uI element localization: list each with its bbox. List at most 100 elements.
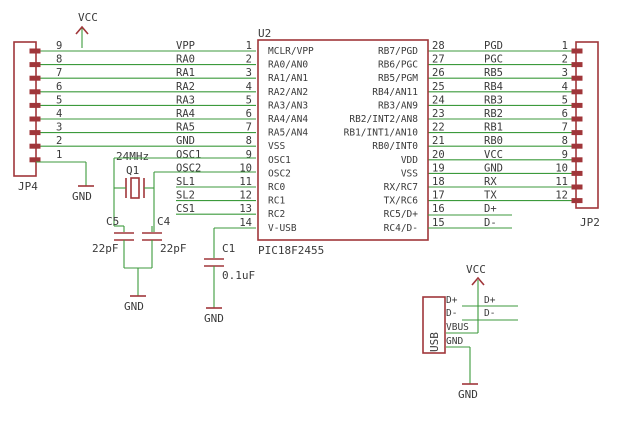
net-label: VPP (176, 40, 195, 52)
jp2-pin (571, 62, 583, 68)
gnd-label-c1: GND (204, 312, 224, 325)
gnd-label-jp4: GND (72, 190, 92, 203)
u2-pin-number: 17 (432, 190, 445, 202)
vcc-arrow-icon (75, 25, 89, 35)
jp2-pin (571, 184, 583, 190)
jp2-pin (571, 48, 583, 54)
jp2-pin (571, 102, 583, 108)
usb-body (422, 296, 446, 354)
jp2-pin-number: 6 (562, 108, 568, 120)
net-label: RA3 (176, 94, 195, 106)
u2-pin-name: RB3/AN9 (378, 100, 418, 111)
gnd-symbol-jp4: GND (36, 161, 94, 203)
gnd-symbol-usb: GND (458, 383, 478, 401)
jp4-body (13, 41, 37, 177)
u2-pin-name: RB4/AN11 (372, 87, 418, 98)
u2-pin-number: 21 (432, 135, 445, 147)
u2-pin-number: 6 (246, 108, 252, 120)
c4-ref-label: C4 (157, 215, 171, 228)
net-label: RB4 (484, 81, 503, 93)
jp4-pin-number: 1 (56, 149, 62, 161)
capacitor-c5[interactable]: C5 22pF (92, 215, 134, 255)
net-label: RA2 (176, 81, 195, 93)
u2-pin-name: RB7/PGD (378, 46, 418, 57)
jp4-ref-label: JP4 (18, 180, 38, 193)
net-label: RB0 (484, 135, 503, 147)
u2-pin-name: OSC2 (268, 168, 291, 179)
capacitor-c4[interactable]: C4 22pF (142, 215, 187, 255)
jp2-pin-number: 11 (555, 176, 568, 188)
jp4-pin-number: 8 (56, 54, 62, 66)
net-label: PGD (484, 40, 503, 52)
jp2-pin (571, 116, 583, 122)
u2-pin-number: 12 (239, 190, 252, 202)
u2-pin-number: 8 (246, 135, 252, 147)
jp2-pin-number: 4 (562, 81, 568, 93)
jp4-pin (29, 62, 41, 68)
net-label: GND (176, 135, 195, 147)
u2-pin-name: RB5/PGM (378, 73, 418, 84)
crystal-q1[interactable]: 24MHz Q1 (114, 150, 154, 199)
usb-connector[interactable]: USB D+ D- VBUS GND D+ D- (422, 280, 518, 384)
net-label: OSC2 (176, 162, 201, 174)
u2-pin-name: RA2/AN2 (268, 87, 308, 98)
jp2-pin-number: 10 (555, 162, 568, 174)
net-label: OSC1 (176, 149, 201, 161)
net-label: SL2 (176, 190, 195, 202)
u2-pin-number: 24 (432, 94, 445, 106)
jp2-pin-number: 5 (562, 94, 568, 106)
u2-pin-name: RC2 (268, 209, 285, 220)
net-label: TX (484, 190, 497, 202)
u2-pin-number: 1 (246, 40, 252, 52)
usb-ref-label: USB (428, 332, 441, 352)
u2-pin-name: RB1/INT1/AN10 (344, 128, 419, 139)
vcc-label-left: VCC (78, 11, 98, 24)
c4-value-label: 22pF (160, 242, 187, 255)
u2-pin-name: RB2/INT2/AN8 (349, 114, 418, 125)
u2-pin-name: RA1/AN1 (268, 73, 308, 84)
u2-pin-name: RA5/AN4 (268, 128, 308, 139)
usb-pin-dminus: D- (446, 308, 457, 319)
u2-pin-name: MCLR/VPP (268, 46, 314, 57)
jp4-pin-number: 3 (56, 122, 62, 134)
usb-data-wires-u2 (428, 214, 512, 229)
jp2-pin (571, 157, 583, 163)
jp2-pin-number: 7 (562, 122, 568, 134)
u2-pin-name: RB0/INT0 (372, 141, 418, 152)
net-label: RA1 (176, 67, 195, 79)
jp4-pin (29, 75, 41, 81)
u2-pin-name: RC1 (268, 196, 285, 207)
usb-net-dplus: D+ (484, 295, 496, 306)
net-label: RA5 (176, 122, 195, 134)
u2-pin-number: 2 (246, 54, 252, 66)
u2-pin-number: 3 (246, 67, 252, 79)
u2-pin-number: 18 (432, 176, 445, 188)
usb-pin-vbus: VBUS (446, 322, 469, 333)
jp2-pin-number: 3 (562, 67, 568, 79)
jp4-pin (29, 48, 41, 54)
u2-pin-number: 7 (246, 122, 252, 134)
u2-body (257, 39, 429, 241)
u2-pin-number: 16 (432, 203, 445, 215)
net-label: SL1 (176, 176, 195, 188)
jp2-pin-number: 1 (562, 40, 568, 52)
jp4-pin-number: 7 (56, 67, 62, 79)
jp2-ref-label: JP2 (580, 216, 600, 229)
gnd-label-crystal: GND (124, 300, 144, 313)
u2-pin-number: 11 (239, 176, 252, 188)
c1-ref-label: C1 (222, 242, 235, 255)
jp2-pin (571, 198, 583, 204)
u2-pin-number: 23 (432, 108, 445, 120)
u2-pin-number: 10 (239, 162, 252, 174)
net-label: RB5 (484, 67, 503, 79)
capacitor-c1[interactable]: C1 0.1uF (204, 227, 256, 308)
vcc-symbol-usb: VCC (466, 263, 486, 286)
jp2-body (575, 41, 599, 209)
